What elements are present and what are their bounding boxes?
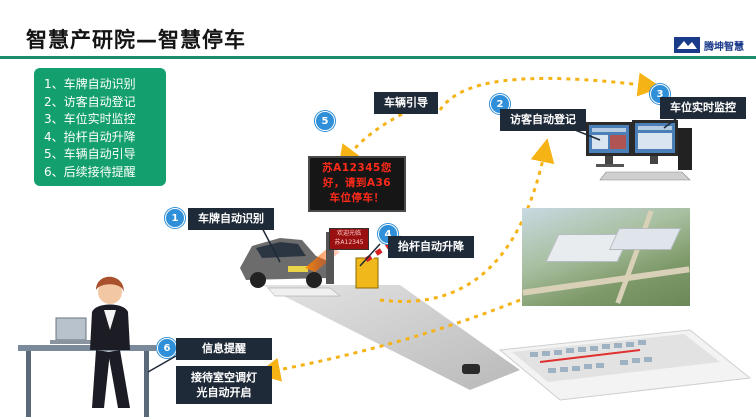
step-label-space-monitoring: 车位实时监控 — [660, 97, 746, 119]
step-badge-5: 5 — [315, 111, 335, 131]
brand-name: 腾坤智慧 — [704, 41, 744, 53]
brand-mark-icon — [674, 37, 700, 53]
step-label-visitor-registration: 访客自动登记 — [500, 109, 586, 131]
step-label-vehicle-guidance: 车辆引导 — [374, 92, 438, 114]
step-label-reception-auto: 接待室空调灯 光自动开启 — [176, 366, 272, 404]
reception-auto-line-1: 接待室空调灯 — [191, 371, 257, 384]
led-guidance-sign: 苏A12345您 好，请到A36 车位停车！ — [308, 156, 406, 212]
page-title: 智慧产研院—智慧停车 — [26, 28, 246, 52]
led-line-3: 车位停车！ — [329, 192, 385, 204]
driveway — [262, 285, 520, 390]
feature-item: 1、车牌自动识别 — [44, 77, 136, 91]
flow-arrow-to-led — [337, 108, 411, 170]
led-line-2: 好，请到A36 — [322, 177, 392, 189]
pointer-step-6 — [147, 355, 177, 373]
feature-item: 2、访客自动登记 — [44, 94, 136, 109]
parking-floor-plan — [462, 329, 752, 401]
gate-welcome-sign: 欢迎光临 苏A12345 — [329, 228, 369, 250]
car-illustration — [240, 238, 330, 288]
pointer-step-4 — [359, 243, 381, 267]
feature-item: 5、车辆自动引导 — [44, 147, 136, 161]
feature-list-panel: 1、车牌自动识别 2、访客自动登记 3、车位实时监控 4、抬杆自动升降 5、车辆… — [34, 68, 166, 186]
step-label-plate-recognition: 车牌自动识别 — [188, 208, 274, 230]
monitoring-pc-right — [599, 120, 692, 181]
aerial-road — [522, 266, 690, 296]
pointer-step-1 — [259, 223, 281, 263]
feature-item: 4、抬杆自动升降 — [44, 129, 136, 144]
aerial-building — [608, 228, 682, 250]
gate-sign-line-1: 欢迎光临 — [336, 230, 361, 237]
feature-item: 3、车位实时监控 — [44, 112, 136, 126]
aerial-road — [615, 210, 654, 304]
step-label-info-reminder: 信息提醒 — [176, 338, 272, 360]
flow-arrow-to-monitor — [438, 72, 662, 111]
monitoring-pc-left — [586, 122, 632, 167]
receptionist-illustration — [18, 276, 156, 417]
road-marking — [267, 287, 341, 297]
title-divider — [0, 56, 756, 59]
feature-item: 6、后续接待提醒 — [44, 164, 136, 179]
brand-logo: 腾坤智慧 — [674, 36, 744, 54]
flow-arrow-to-pc — [379, 138, 555, 303]
step-label-barrier-control: 抬杆自动升降 — [388, 236, 474, 258]
step-badge-1: 1 — [165, 208, 185, 228]
gate-sign-line-2: 苏A12345 — [334, 239, 364, 246]
feature-list: 1、车牌自动识别 2、访客自动登记 3、车位实时监控 4、抬杆自动升降 5、车辆… — [34, 68, 166, 181]
campus-aerial-view — [522, 208, 690, 306]
reception-auto-line-2: 光自动开启 — [196, 386, 252, 399]
step-badge-6: 6 — [157, 338, 177, 358]
flow-arrow-to-reception — [256, 298, 521, 382]
led-line-1: 苏A12345您 — [322, 162, 392, 174]
